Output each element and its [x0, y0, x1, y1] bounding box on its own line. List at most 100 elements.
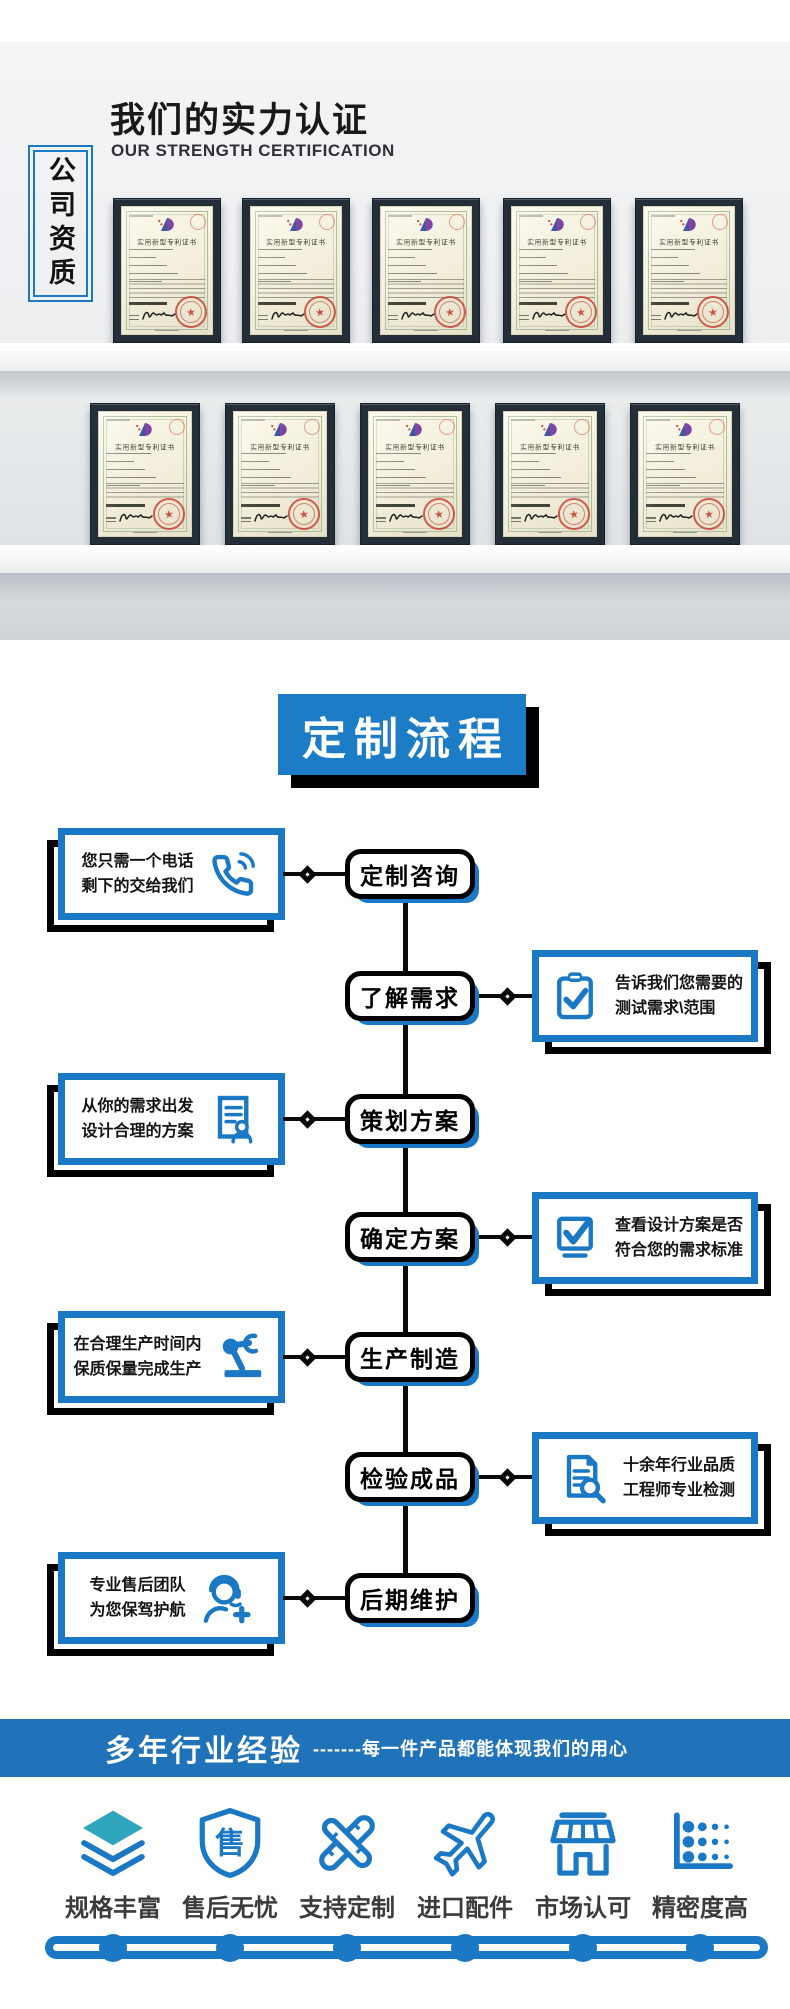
shield-character: 售 [215, 1827, 245, 1860]
shield-icon: 售 [199, 1808, 261, 1878]
signature [401, 312, 435, 320]
certificate-frame: 实用新型专利证书 ★ [242, 198, 350, 343]
red-stamp-small [438, 418, 455, 435]
flow-node-3: 策划方案 [345, 1094, 475, 1144]
certificate-number-line [388, 214, 412, 217]
certificate-row-2: 实用新型专利证书 ★ [0, 403, 790, 545]
certificate-title: 实用新型专利证书 [137, 239, 197, 247]
signature [524, 514, 559, 523]
certificate-frame: 实用新型专利证书 ★ [495, 403, 605, 545]
certificate-paper: 实用新型专利证书 ★ [511, 206, 603, 335]
certificate-paper: 实用新型专利证书 ★ [233, 411, 327, 537]
step6-info-box: 十余年行业品质工程师专业检测 [532, 1432, 758, 1524]
signature [664, 312, 698, 320]
patent-logo-icon [158, 218, 174, 232]
certificate-bold-bar [651, 301, 689, 305]
company-qualification-badge: 公司资质 [28, 145, 93, 302]
patent-logo-icon [406, 422, 422, 436]
certificate-title: 实用新型专利证书 [527, 239, 587, 247]
feature-precision: 精密度高 [645, 1806, 755, 1923]
feature-label: 精密度高 [652, 1895, 748, 1922]
experience-title: 多年行业经验 [105, 1735, 303, 1768]
patent-logo-icon [136, 422, 152, 436]
step5-info-box: 在合理生产时间内保质保量完成生产 [58, 1311, 285, 1403]
certificate-bold-bar [511, 504, 550, 508]
timeline-dot [99, 1934, 127, 1962]
signature [254, 514, 289, 523]
step4-diamond [498, 1228, 517, 1247]
certificate-title: 实用新型专利证书 [520, 443, 580, 452]
signature [532, 312, 566, 320]
step5-diamond [298, 1348, 317, 1367]
timeline-dot [333, 1934, 361, 1962]
certificate-bold-bar [129, 301, 167, 305]
red-stamp-small [318, 213, 335, 230]
certificate-paper: 实用新型专利证书 ★ [638, 411, 732, 537]
certificate-paragraph [519, 279, 595, 299]
patent-logo-icon [287, 218, 303, 232]
page-subtitle: OUR STRENGTH CERTIFICATION [111, 141, 395, 160]
checkbox-icon [557, 1216, 593, 1258]
certificate-paragraph [511, 482, 589, 502]
certificate-paragraph [241, 482, 319, 502]
certificate-paper: 实用新型专利证书 ★ [98, 411, 192, 537]
certificate-paragraph [258, 279, 334, 299]
certificate-title: 实用新型专利证书 [115, 443, 175, 452]
step3-diamond [298, 1110, 317, 1129]
certificate-frame: 实用新型专利证书 ★ [635, 198, 743, 343]
step1-text: 您只需一个电话剩下的交给我们 [81, 853, 194, 895]
certificate-paragraph [646, 482, 724, 502]
certificate-bold-bar [241, 504, 280, 508]
certificate-number-line [258, 214, 282, 217]
certificate-paragraph [388, 279, 464, 299]
step7-text: 专业售后团队为您保驾护航 [89, 1577, 186, 1619]
feature-imported: 进口配件 [410, 1806, 520, 1923]
step2-info-box: 告诉我们您需要的测试需求\范围 [532, 950, 758, 1042]
certificate-number-line [646, 419, 671, 422]
step6-text: 十余年行业品质工程师专业检测 [622, 1457, 735, 1499]
flow-node-7: 后期维护 [345, 1573, 475, 1623]
feature-aftersales: 售 售后无忧 [175, 1806, 285, 1923]
certificate-paragraph [376, 482, 454, 502]
certificate-title: 实用新型专利证书 [659, 239, 719, 247]
certificate-number-line [129, 214, 153, 217]
feature-label: 规格丰富 [65, 1895, 161, 1922]
timeline-dot [569, 1934, 597, 1962]
timeline-dot [216, 1934, 244, 1962]
shelf-1 [0, 343, 790, 401]
certificate-frame: 实用新型专利证书 ★ [90, 403, 200, 545]
patent-logo-icon [271, 422, 287, 436]
certificate-frame: 实用新型专利证书 ★ [503, 198, 611, 343]
certificate-frame: 实用新型专利证书 ★ [630, 403, 740, 545]
phone-icon [211, 852, 255, 896]
step6-diamond [498, 1468, 517, 1487]
flow-node-4: 确定方案 [345, 1212, 475, 1262]
certificate-paper: 实用新型专利证书 ★ [643, 206, 735, 335]
certificate-number-line [106, 419, 131, 422]
certificate-title: 实用新型专利证书 [396, 239, 456, 247]
red-stamp-small [189, 213, 206, 230]
shelf-2 [0, 545, 790, 603]
patent-logo-icon [676, 422, 692, 436]
step1-diamond [298, 865, 317, 884]
step3-info-box: 从你的需求出发设计合理的方案 [58, 1073, 285, 1165]
signature [119, 514, 154, 523]
certificate-bold-bar [388, 301, 426, 305]
timeline-dot [451, 1934, 479, 1962]
patent-logo-icon [541, 422, 557, 436]
step1-info-box: 您只需一个电话剩下的交给我们 [58, 828, 285, 920]
certificate-number-line [376, 419, 401, 422]
certificate-frame: 实用新型专利证书 ★ [225, 403, 335, 545]
red-stamp-small [573, 418, 590, 435]
certificate-paper: 实用新型专利证书 ★ [121, 206, 213, 335]
clipboard-check-icon [557, 972, 593, 1020]
certificate-number-line [241, 419, 266, 422]
certificate-number-line [651, 214, 675, 217]
patent-logo-icon [548, 218, 564, 232]
red-stamp-small [448, 213, 465, 230]
step2-text: 告诉我们您需要的测试需求\范围 [614, 975, 743, 1017]
plane-icon [433, 1811, 495, 1877]
flow-node-2: 了解需求 [345, 971, 475, 1021]
step2-diamond [498, 987, 517, 1006]
